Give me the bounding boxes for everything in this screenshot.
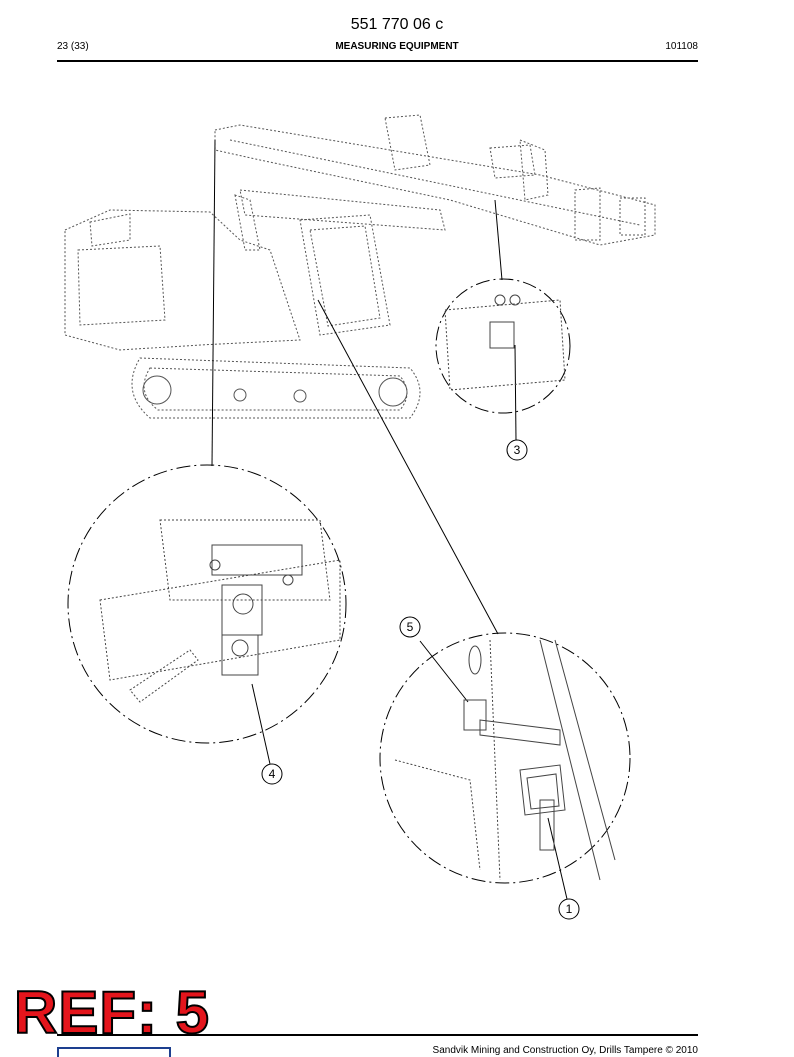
- svg-text:4: 4: [269, 767, 276, 781]
- sandvik-logo: [57, 1047, 171, 1057]
- callout-4: 4: [261, 763, 283, 785]
- page-number: 23 (33): [57, 41, 89, 52]
- header-rule: [57, 60, 698, 62]
- svg-text:1: 1: [566, 902, 573, 916]
- detail-5-content: [394, 639, 616, 881]
- drill-rig-illustration: [64, 114, 656, 419]
- revision-date: 101108: [665, 41, 698, 52]
- detail-4-content: [99, 519, 341, 703]
- callout-1: 1: [558, 898, 580, 920]
- ref-stamp: REF: 5: [13, 979, 211, 1046]
- callout-5: 5: [399, 616, 421, 638]
- footer-rule: [57, 1034, 698, 1036]
- leader-lines: [211, 139, 568, 900]
- section-title: MEASURING EQUIPMENT: [335, 41, 459, 52]
- svg-text:5: 5: [407, 620, 414, 634]
- detail-circles: [67, 278, 631, 884]
- track-wheels: [142, 375, 408, 407]
- document-number: 551 770 06 c: [350, 16, 444, 33]
- detail-3-content: [444, 294, 566, 391]
- svg-text:3: 3: [514, 443, 521, 457]
- footer-copyright: Sandvik Mining and Construction Oy, Dril…: [432, 1045, 698, 1056]
- callout-3: 3: [506, 439, 528, 461]
